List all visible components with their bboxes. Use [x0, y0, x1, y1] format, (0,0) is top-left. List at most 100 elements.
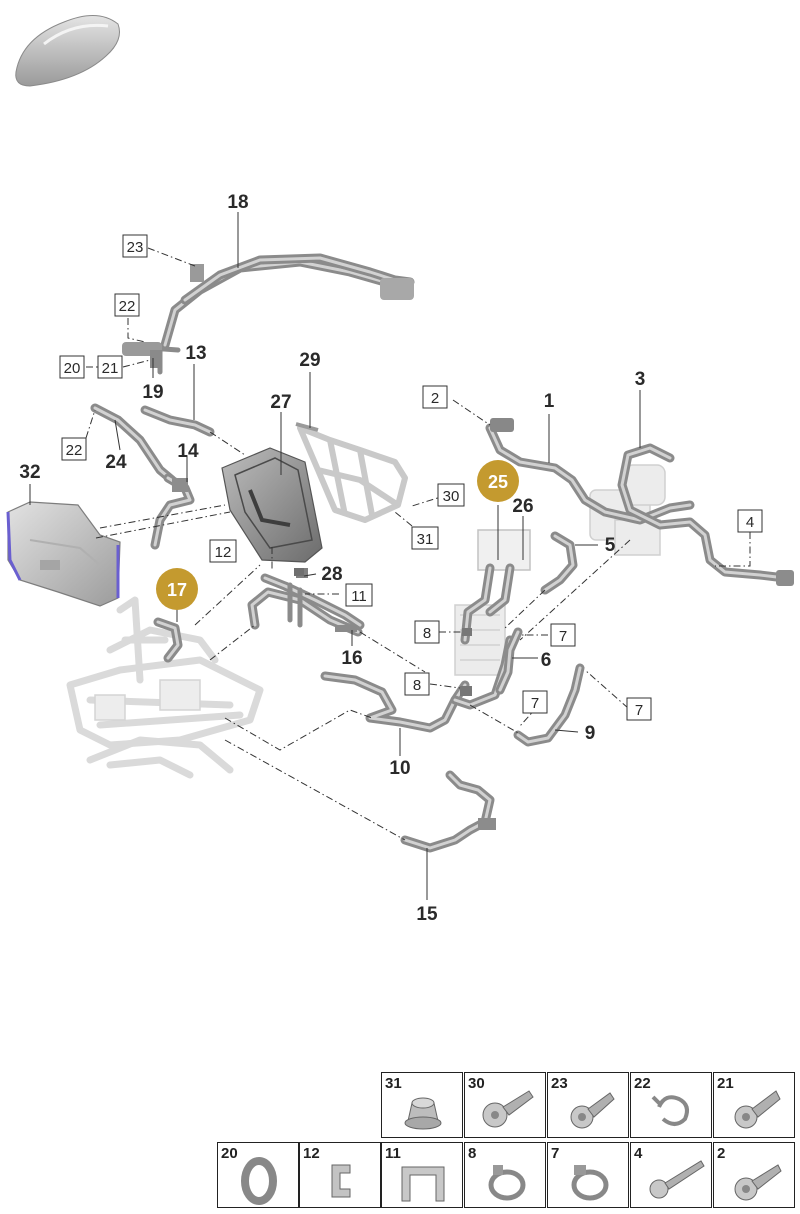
hose-group-16 — [247, 568, 365, 637]
parts-cell-23: 23 — [547, 1072, 629, 1138]
callout-29: 29 — [299, 350, 320, 371]
boxed-label-22b: 22 — [61, 437, 87, 461]
callout-10: 10 — [389, 758, 410, 779]
part-number: 4 — [634, 1145, 643, 1162]
svg-text:12: 12 — [215, 544, 232, 561]
hose-9 — [513, 663, 585, 747]
boxed-label-7b: 7 — [522, 690, 548, 714]
boxed-label-8a: 8 — [414, 620, 440, 644]
boxed-label-7c: 7 — [626, 697, 652, 721]
boxed-label-12: 12 — [209, 539, 237, 563]
badge-17: 17 — [156, 568, 198, 610]
boxed-label-31: 31 — [411, 526, 439, 550]
hose-17 — [153, 617, 183, 663]
parts-cell-12: 12 — [299, 1142, 381, 1208]
tank-32 — [6, 501, 121, 607]
assembly-lines — [85, 247, 751, 841]
parts-table: 31 30 23 22 21 — [217, 1072, 797, 1208]
retaining-clip-icon — [331, 1164, 351, 1198]
parts-cell-31: 31 — [381, 1072, 463, 1138]
long-bolt-icon — [649, 1160, 705, 1199]
part-number: 31 — [385, 1075, 402, 1092]
module-27 — [221, 447, 323, 563]
callout-28: 28 — [321, 564, 342, 585]
hose-3 — [617, 443, 794, 586]
callout-1: 1 — [544, 391, 555, 412]
callout-27: 27 — [270, 392, 291, 413]
flange-nut-icon — [404, 1097, 442, 1130]
svg-text:2: 2 — [431, 390, 439, 407]
svg-text:22: 22 — [119, 298, 136, 315]
hose-1 — [485, 418, 695, 525]
boxed-label-30: 30 — [437, 483, 465, 507]
boxed-label-21: 21 — [97, 355, 123, 379]
ghost-front-module — [66, 596, 264, 779]
part-number: 22 — [634, 1075, 651, 1092]
parts-cell-2: 2 — [713, 1142, 795, 1208]
parts-cell-30: 30 — [464, 1072, 546, 1138]
parts-cell-8: 8 — [464, 1142, 546, 1208]
svg-text:7: 7 — [531, 695, 539, 712]
callout-5: 5 — [605, 535, 616, 556]
part-number: 12 — [303, 1145, 320, 1162]
part-number: 7 — [551, 1145, 560, 1162]
parts-cell-4: 4 — [630, 1142, 712, 1208]
boxed-label-7a: 7 — [550, 623, 576, 647]
svg-text:21: 21 — [102, 360, 119, 377]
hose-clamp-icon — [488, 1165, 526, 1201]
callout-14: 14 — [177, 441, 199, 462]
boxed-label-2: 2 — [422, 385, 448, 409]
hose-5 — [540, 531, 578, 595]
callout-6: 6 — [541, 650, 552, 671]
o-ring-icon — [241, 1157, 277, 1205]
badge-25: 25 — [477, 460, 519, 502]
boxed-label-4: 4 — [737, 509, 763, 533]
svg-text:23: 23 — [127, 239, 144, 256]
torx-bolt-icon — [734, 1164, 782, 1201]
callout-3: 3 — [635, 369, 646, 390]
part-number: 20 — [221, 1145, 238, 1162]
hose-clamp-icon — [571, 1165, 609, 1201]
hose-6 — [495, 627, 523, 695]
parts-cell-20: 20 — [217, 1142, 299, 1208]
vehicle-thumbnail — [15, 15, 120, 87]
callout-26: 26 — [512, 496, 533, 517]
boxed-label-23: 23 — [122, 234, 148, 258]
part-number: 23 — [551, 1075, 568, 1092]
fitting-19 — [122, 342, 162, 368]
svg-text:4: 4 — [746, 514, 754, 531]
hose-clip-icon — [651, 1095, 689, 1126]
svg-text:20: 20 — [64, 360, 81, 377]
part-number: 30 — [468, 1075, 485, 1092]
hose-24 — [90, 403, 177, 485]
hose-14 — [150, 473, 195, 550]
part-number: 8 — [468, 1145, 477, 1162]
parts-cell-21: 21 — [713, 1072, 795, 1138]
svg-text:8: 8 — [413, 677, 421, 694]
callout-leaders — [29, 212, 641, 900]
bracket-29 — [295, 422, 408, 523]
boxed-label-20: 20 — [59, 355, 85, 379]
svg-text:7: 7 — [635, 702, 643, 719]
svg-text:11: 11 — [351, 588, 367, 605]
svg-text:8: 8 — [423, 625, 431, 642]
callout-13: 13 — [185, 343, 206, 364]
diagram-fasteners — [294, 568, 472, 696]
boxed-label-22a: 22 — [114, 293, 140, 317]
callout-24: 24 — [105, 452, 127, 473]
parts-cell-22: 22 — [630, 1072, 712, 1138]
boxed-label-11: 11 — [345, 583, 373, 607]
svg-text:17: 17 — [167, 580, 187, 600]
hose-harness-18 — [147, 253, 415, 375]
cooler-26 — [460, 529, 531, 645]
svg-text:25: 25 — [488, 472, 508, 492]
boxed-label-8b: 8 — [404, 672, 430, 696]
svg-text:7: 7 — [559, 628, 567, 645]
callout-numbers: 1 3 5 6 9 10 13 14 15 16 18 19 24 26 27 … — [19, 192, 645, 925]
callout-19: 19 — [142, 382, 163, 403]
parts-cell-7: 7 — [547, 1142, 629, 1208]
boxed-labels: 23 22 20 21 22 2 30 31 4 12 11 8 7 8 7 7 — [59, 234, 763, 721]
bracket-clip-icon — [401, 1166, 445, 1202]
svg-text:22: 22 — [66, 442, 83, 459]
